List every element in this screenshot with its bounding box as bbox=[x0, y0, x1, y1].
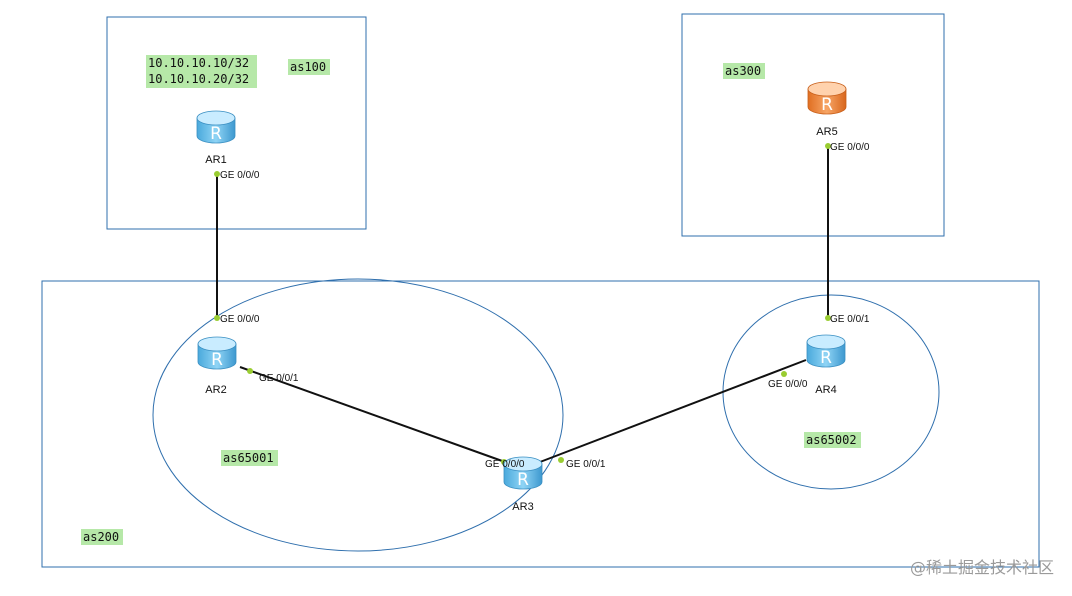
interface-label-ar3-g000: GE 0/0/0 bbox=[485, 459, 525, 470]
link-ar2-ar3 bbox=[239, 366, 506, 463]
router-icon: R bbox=[503, 456, 543, 490]
svg-text:R: R bbox=[821, 95, 833, 115]
router-icon: R bbox=[197, 336, 237, 370]
interface-label-ar5-g000: GE 0/0/0 bbox=[830, 142, 870, 153]
router-ar3[interactable]: R bbox=[503, 456, 543, 490]
as300-area-box bbox=[681, 13, 945, 237]
interface-label-ar2-g000: GE 0/0/0 bbox=[220, 314, 260, 325]
svg-text:R: R bbox=[211, 350, 223, 370]
router-ar5[interactable]: R bbox=[807, 81, 847, 115]
as65001-label-bg bbox=[221, 450, 278, 466]
port-dot-ar4-g001 bbox=[825, 315, 831, 321]
as300-label: as300 bbox=[725, 64, 761, 78]
router-name-ar3: AR3 bbox=[512, 501, 533, 513]
prefix-1-label: 10.10.10.10/32 bbox=[148, 56, 249, 70]
port-dot-ar5-g000 bbox=[825, 143, 831, 149]
interface-label-ar4-g000: GE 0/0/0 bbox=[768, 379, 808, 390]
svg-text:R: R bbox=[210, 124, 222, 144]
router-ar1[interactable]: R bbox=[196, 110, 236, 144]
port-dot-ar4-g000 bbox=[781, 371, 787, 377]
as300-label-bg bbox=[723, 63, 765, 79]
as65002-label-bg bbox=[804, 432, 861, 448]
router-name-ar4: AR4 bbox=[815, 384, 836, 396]
as200-label-bg bbox=[81, 529, 123, 545]
as100-label-bg bbox=[288, 59, 330, 75]
interface-label-ar3-g001: GE 0/0/1 bbox=[566, 459, 606, 470]
interface-label-ar1-g000: GE 0/0/0 bbox=[220, 170, 260, 181]
port-dot-ar2-g000 bbox=[214, 315, 220, 321]
as65001-label: as65001 bbox=[223, 451, 274, 465]
router-icon: R bbox=[806, 334, 846, 368]
svg-text:R: R bbox=[820, 348, 832, 368]
router-icon: R bbox=[807, 81, 847, 115]
as65001-ellipse bbox=[152, 278, 564, 552]
as100-label: as100 bbox=[290, 60, 326, 74]
as200-label: as200 bbox=[83, 530, 119, 544]
interface-label-ar2-g001: GE 0/0/1 bbox=[259, 373, 299, 384]
port-dot-ar2-g001 bbox=[247, 368, 253, 374]
port-dot-ar3-g001 bbox=[558, 457, 564, 463]
as100-area-box bbox=[106, 16, 367, 230]
router-ar4[interactable]: R bbox=[806, 334, 846, 368]
as65002-label: as65002 bbox=[806, 433, 857, 447]
watermark-text: @稀土掘金技术社区 bbox=[910, 558, 1054, 577]
as200-area-box bbox=[41, 280, 1040, 568]
svg-text:R: R bbox=[517, 470, 529, 490]
router-icon: R bbox=[196, 110, 236, 144]
link-ar3-ar4 bbox=[539, 359, 807, 463]
port-dot-ar1-g000 bbox=[214, 171, 220, 177]
prefix-2-label: 10.10.10.20/32 bbox=[148, 72, 249, 86]
router-name-ar1: AR1 bbox=[205, 154, 226, 166]
interface-label-ar4-g001: GE 0/0/1 bbox=[830, 314, 870, 325]
router-name-ar2: AR2 bbox=[205, 384, 226, 396]
router-name-ar5: AR5 bbox=[816, 126, 837, 138]
prefix-label-bg bbox=[146, 55, 257, 88]
router-ar2[interactable]: R bbox=[197, 336, 237, 370]
